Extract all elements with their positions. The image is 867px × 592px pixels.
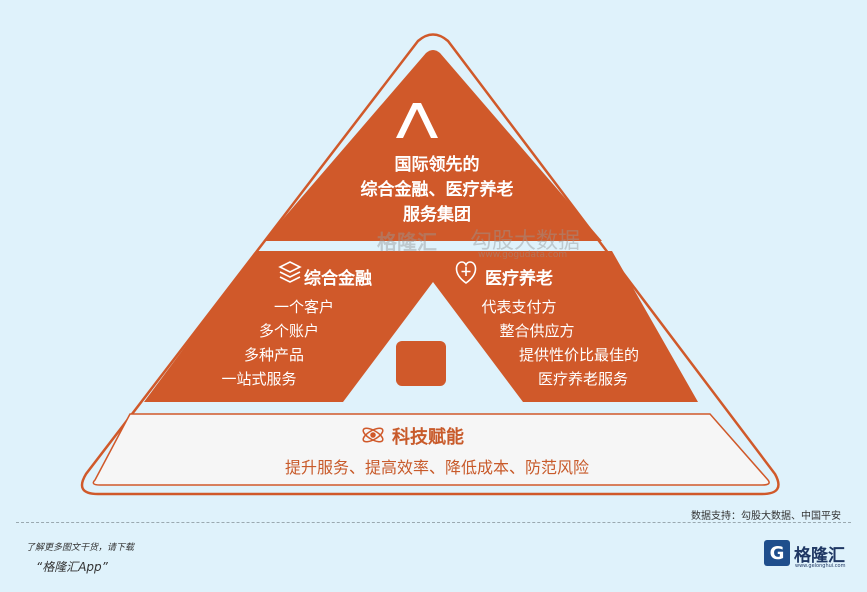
a-letter-icon <box>396 103 438 138</box>
heart-plus-icon <box>455 261 477 284</box>
top-line-2: 综合金融、医疗养老 <box>360 180 514 200</box>
data-source: 数据支持：勾股大数据、中国平安 <box>691 511 841 522</box>
right-item-3: 提供性价比最佳的 <box>518 346 640 364</box>
bottom-section-desc: 提升服务、提高效率、降低成本、防范风险 <box>284 458 590 477</box>
right-item-4: 医疗养老服务 <box>537 370 629 388</box>
logo-url: www.gelonghui.com <box>795 563 846 569</box>
pyramid-top-block <box>264 50 602 241</box>
left-item-1: 一个客户 <box>273 298 335 316</box>
pyramid-outline <box>80 33 780 496</box>
left-item-2: 多个账户 <box>258 322 320 340</box>
center-square <box>396 341 446 386</box>
top-line-3: 服务集团 <box>403 205 471 225</box>
top-line-1: 国际领先的 <box>394 155 480 175</box>
logo-name: 格隆汇 <box>794 545 845 566</box>
layers-icon <box>278 261 302 283</box>
divider <box>16 522 851 523</box>
logo-g-icon: G <box>764 540 790 566</box>
bottom-section-title: 科技赋能 <box>392 427 464 448</box>
atom-icon <box>362 427 384 443</box>
left-item-4: 一站式服务 <box>221 370 297 388</box>
watermark-left: 格隆汇 <box>377 230 437 254</box>
footer-app-name: “格隆汇App” <box>36 560 108 574</box>
watermark-url: www.gogudata.com <box>478 250 568 260</box>
right-item-1: 代表支付方 <box>481 298 557 316</box>
watermark-right: 勾股大数据 <box>470 229 581 254</box>
right-item-2: 整合供应方 <box>499 322 575 340</box>
right-section-title: 医疗养老 <box>485 269 553 289</box>
pyramid-middle-band <box>144 251 698 402</box>
footer-note: 了解更多图文干货，请下载 <box>26 543 135 553</box>
top-block-text: 国际领先的 综合金融、医疗养老 服务集团 <box>361 153 514 228</box>
brand-logo: G 格隆汇 www.gelonghui.com <box>764 540 846 569</box>
left-section-title: 综合金融 <box>304 269 372 289</box>
left-item-3: 多种产品 <box>243 346 305 364</box>
pyramid-bottom-band <box>92 413 770 486</box>
